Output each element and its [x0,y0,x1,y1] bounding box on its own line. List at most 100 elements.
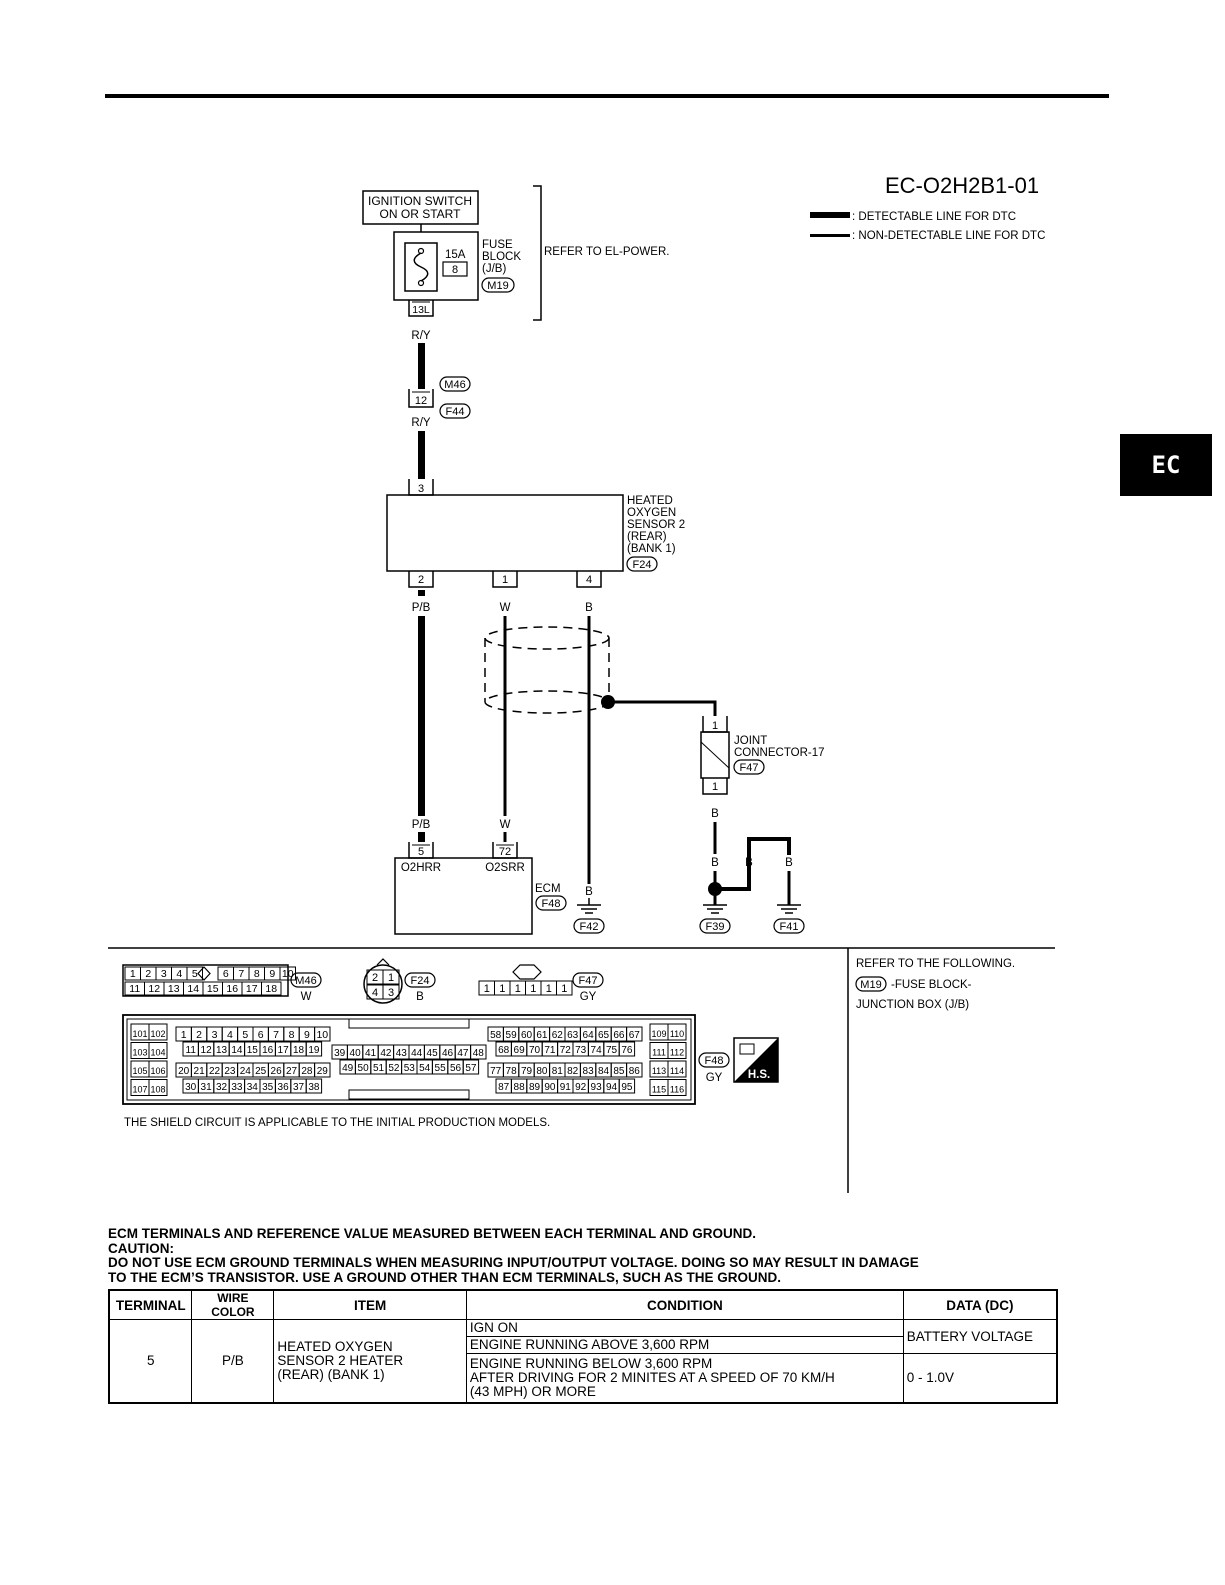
connector-pin-label: 68 [498,1045,510,1056]
connector-pin-label: 10 [282,968,294,980]
connector-pin-label: 71 [544,1045,556,1056]
ecm-label-a: O2HRR [401,862,441,874]
connector-pin-label: 67 [629,1030,641,1041]
connector-pin-label: 2 [145,968,151,980]
connector-pin-label: 9 [304,1029,310,1041]
fuse-block-line3: (J/B) [482,263,506,275]
connector-pin-cell [314,1026,331,1042]
connector-pin-cell [148,1023,168,1041]
connector-pin-label: 85 [613,1066,625,1077]
joint-pin-bottom: 1 [712,781,718,793]
connector-pin-label: 102 [150,1029,165,1039]
wire-ry-top: R/Y [411,330,431,342]
connector-pin-label: 56 [450,1063,462,1074]
connector-pin-label: 50 [358,1063,370,1074]
fuse-number: 8 [452,264,458,276]
connector-pin-label: 49 [342,1063,354,1074]
connector-pin-label: 84 [598,1066,610,1077]
connector-pin-label: 63 [567,1030,579,1041]
connector-pin-label: 60 [521,1030,533,1041]
fuse-icon [413,252,429,282]
connector-pin-label: 115 [652,1085,666,1095]
connector-pin-label: 39 [334,1048,346,1059]
connector-pin-label: 91 [560,1082,572,1093]
connector-pin-label: 93 [591,1082,603,1093]
sensor-pin-top: 3 [418,483,424,495]
connector-pin-cell [618,1041,636,1057]
ecm-label-b: O2SRR [485,862,525,874]
connector-pin-label: 19 [308,1045,320,1056]
connector-pin-label: 3 [161,968,167,980]
item-line3: (REAR) (BANK 1) [277,1367,385,1382]
connector-pin-label: 95 [621,1082,633,1093]
hs-fill [734,1038,778,1082]
connector-pin-cell [148,1060,168,1078]
caution-block: ECM TERMINALS AND REFERENCE VALUE MEASUR… [108,1226,1068,1285]
wire-w-bottom: W [500,819,511,831]
connector-pin-label: 29 [317,1066,329,1077]
connector-pin-cell [667,1079,687,1096]
connector-pin-label: 45 [427,1048,439,1059]
connector-pin-cell [305,1041,323,1057]
f24-label: F24 [411,975,430,987]
refer-side-line3: JUNCTION BOX (J/B) [856,999,969,1011]
sensor-name-3: SENSOR 2 [627,519,685,531]
ecm-name: ECM [535,883,561,895]
connector-pin-label: 21 [194,1066,206,1077]
sensor-name-5: (BANK 1) [627,543,676,555]
connector-pin-label: 17 [278,1045,290,1056]
connector-pin-label: 7 [238,968,244,980]
connector-pin-label: 104 [150,1048,165,1058]
connector-pin-cell [186,966,203,981]
inline-female: F44 [446,406,465,418]
connector-pin-label: 107 [132,1085,147,1095]
f48-badge [698,1052,730,1068]
connector-pin-label: 11 [186,1045,197,1056]
connector-pin-label: 72 [560,1045,572,1056]
connector-pin-label: 5 [242,1029,248,1041]
f47-badge [572,972,604,988]
connector-pin-cell [314,1062,331,1078]
connector-pin-label: 61 [536,1030,548,1041]
connector-pin-label: 112 [670,1048,684,1058]
connector-pin-label: 28 [301,1066,313,1077]
connector-pin-cell [667,1042,687,1059]
connector-pin-label: 6 [258,1029,264,1041]
caution-text-1: DO NOT USE ECM GROUND TERMINALS WHEN MEA… [108,1255,919,1270]
connector-pin-label: 83 [583,1066,595,1077]
connector-pin-label: 26 [271,1066,283,1077]
connector-pin-label: 106 [150,1066,165,1076]
connector-pin-label: 43 [396,1048,408,1059]
refer-side-line1: REFER TO THE FOLLOWING. [856,958,1015,970]
cell-cond3: ENGINE RUNNING BELOW 3,600 RPM AFTER DRI… [465,1353,904,1404]
f47-key-icon [512,964,542,980]
connector-pin-label: 62 [552,1030,564,1041]
fuse-block-line2: BLOCK [482,251,521,263]
connector-pin-cell [382,984,400,1000]
f47-label: F47 [579,975,598,987]
connector-pin-label: 5 [192,968,198,980]
connector-pin-label: 77 [490,1066,502,1077]
fuse-block-connector: M19 [487,280,508,292]
connector-pin-label: 51 [373,1063,385,1074]
connector-pin-label: 111 [652,1048,666,1058]
connector-pin-label: 27 [286,1066,298,1077]
wire-b-jc-out: B [711,808,719,820]
f48-color: GY [706,1072,723,1084]
connector-pin-label: 10 [316,1029,328,1041]
connector-pin-label: 8 [289,1029,295,1041]
ecm-pin-a: 5 [418,846,424,858]
wire-b-gnd3: B [785,857,793,869]
connector-pin-label: 108 [150,1085,165,1095]
connector-pin-label: 2 [196,1029,202,1041]
shield-note: THE SHIELD CIRCUIT IS APPLICABLE TO THE … [124,1117,550,1129]
connector-pin-label: 18 [265,983,277,995]
header-condition: CONDITION [465,1289,904,1320]
wire-b-top: B [585,602,593,614]
m46-label: M46 [295,975,316,987]
hs-label: H.S. [748,1069,770,1081]
ecm-housing [122,1014,696,1105]
connector-pin-label: 69 [514,1045,526,1056]
connector-pin-label: 1 [515,983,521,995]
